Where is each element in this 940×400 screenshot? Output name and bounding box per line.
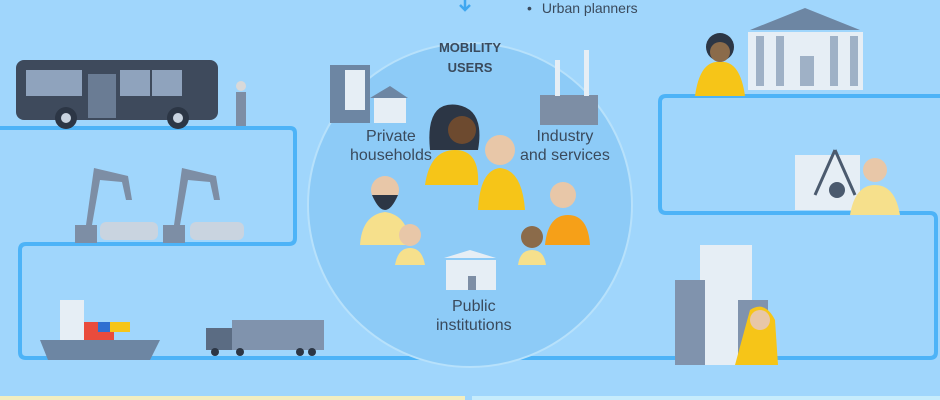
circle-title: MOBILITY USERS — [420, 38, 520, 78]
label-line2: households — [350, 147, 432, 164]
legend-item-urban-planners: • Urban planners — [527, 0, 648, 16]
label-line2: and services — [520, 147, 610, 164]
bullet-dot: • — [527, 0, 532, 16]
factory-robots-illustration — [75, 168, 244, 243]
arrow-down-icon — [459, 0, 471, 12]
bullet-label: Urban planners — [541, 0, 638, 16]
households-buildings-illustration — [330, 65, 408, 123]
bottom-strip-left — [0, 396, 465, 400]
circle-title-line2: USERS — [447, 60, 493, 75]
person-icon — [236, 81, 246, 126]
circle-title-line1: MOBILITY — [438, 40, 502, 55]
bottom-strip-right — [472, 396, 940, 400]
bus-illustration — [16, 60, 218, 129]
truck-illustration — [206, 320, 324, 356]
label-industry-services: Industry and services — [520, 127, 610, 165]
label-public-institutions: Public institutions — [436, 297, 512, 335]
label-private-households: Private households — [350, 127, 432, 165]
public-building-illustration — [444, 250, 496, 290]
label-line1: Public — [452, 298, 496, 315]
factory-illustration — [540, 50, 598, 125]
planner-illustration — [795, 149, 900, 215]
label-line1: Industry — [536, 128, 594, 145]
label-line2: institutions — [436, 317, 512, 334]
cargo-ship-illustration — [40, 300, 160, 360]
woman-avatar — [735, 306, 778, 365]
label-line1: Private — [366, 128, 416, 145]
people-group-illustration — [360, 104, 590, 265]
government-building-illustration — [748, 8, 863, 90]
official-person-avatar — [695, 33, 745, 96]
